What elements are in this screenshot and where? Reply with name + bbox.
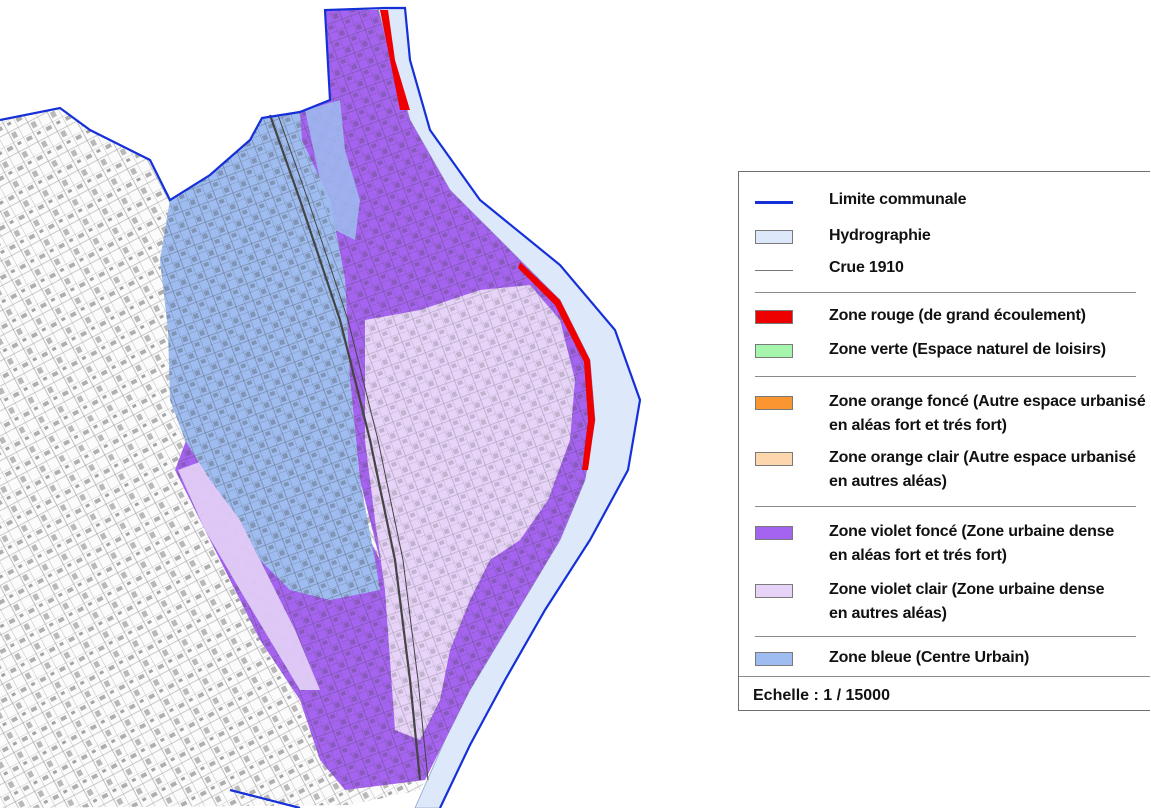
legend-label: Limite communale <box>829 191 967 208</box>
legend: Limite communale Hydrographie Crue 1910 … <box>738 171 1150 711</box>
legend-label: Zone violet clair (Zone urbaine dense <box>829 581 1105 598</box>
legend-separator <box>755 636 1136 637</box>
legend-label: Zone orange foncé (Autre espace urbanisé <box>829 393 1146 410</box>
legend-label: Crue 1910 <box>829 259 904 276</box>
swatch-icon <box>755 310 793 324</box>
map-panel[interactable] <box>0 0 700 808</box>
swatch-icon <box>755 344 793 358</box>
swatch-icon <box>755 230 793 244</box>
swatch-icon <box>755 452 793 466</box>
swatch-icon <box>755 396 793 410</box>
legend-label: Zone orange clair (Autre espace urbanisé <box>829 449 1136 466</box>
legend-separator <box>755 506 1136 507</box>
commune-limit <box>0 6 642 808</box>
swatch-icon <box>755 526 793 540</box>
zone-violet-clair-west <box>178 460 320 690</box>
legend-label-line2: en autres aléas) <box>829 473 947 490</box>
legend-label: Hydrographie <box>829 227 931 244</box>
swatch-icon <box>755 584 793 598</box>
legend-label-line2: en autres aléas) <box>829 605 947 622</box>
line-swatch-icon <box>755 201 793 204</box>
legend-label: Zone rouge (de grand écoulement) <box>829 307 1086 324</box>
legend-separator <box>755 376 1136 377</box>
legend-label: Zone bleue (Centre Urbain) <box>829 649 1030 666</box>
zone-rouge <box>380 10 410 110</box>
zone-bleue-north <box>305 100 360 240</box>
scale-label: Echelle : 1 / 15000 <box>753 687 890 704</box>
flood-zone-map <box>0 6 642 808</box>
legend-separator <box>755 292 1136 293</box>
legend-label-line2: en aléas fort et trés fort) <box>829 547 1007 564</box>
railway <box>268 114 422 781</box>
legend-label-line2: en aléas fort et trés fort) <box>829 417 1007 434</box>
legend-label: Zone violet foncé (Zone urbaine dense <box>829 523 1115 540</box>
commune-limit-south <box>229 788 301 808</box>
line-swatch-icon <box>755 270 793 271</box>
zone-rouge-bank <box>518 262 595 470</box>
swatch-icon <box>755 652 793 666</box>
legend-label: Zone verte (Espace naturel de loisirs) <box>829 341 1106 358</box>
legend-separator <box>739 676 1150 677</box>
